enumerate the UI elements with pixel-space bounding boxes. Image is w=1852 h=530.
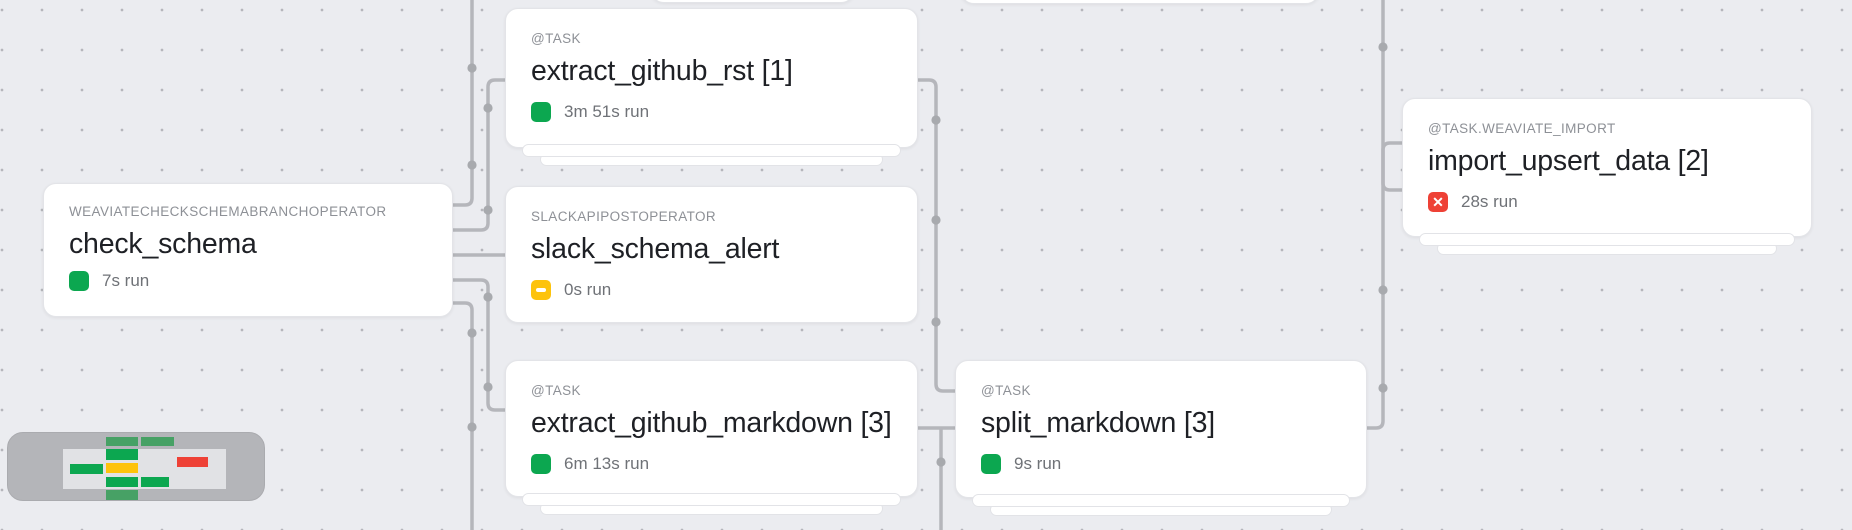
edge-check-to-extract-rst (453, 78, 505, 232)
mapped-task-stack (972, 494, 1350, 507)
run-duration: 6m 13s run (564, 454, 650, 473)
minimap-task-rect (177, 457, 208, 467)
edge-junction-dots (467, 42, 1388, 467)
edge-check-to-offscreen-bottom (453, 301, 474, 530)
status-success-icon: ✕ (981, 454, 1001, 474)
offscreen-task-card-top-left[interactable] (650, 0, 855, 3)
task-node-split-markdown[interactable]: @TASK split_markdown [3] ✕ 9s run (955, 360, 1367, 516)
task-title: extract_github_rst [1] (531, 55, 793, 87)
edge-check-to-extract-md (453, 278, 505, 412)
status-failed-icon: ✕ (1428, 192, 1448, 212)
mapped-task-stack (522, 493, 901, 506)
task-title: extract_github_markdown [3] (531, 407, 892, 439)
status-success-icon: ✕ (69, 271, 89, 291)
offscreen-task-card-top-right[interactable] (960, 0, 1320, 4)
operator-label: @TASK.WEAVIATE_IMPORT (1428, 121, 1616, 136)
edge-extract-rst-to-split (918, 78, 955, 393)
task-node-slack-schema-alert[interactable]: SLACKAPIPOSTOPERATOR slack_schema_alert … (505, 186, 918, 323)
run-duration: 0s run (564, 280, 612, 299)
minimap-task-rect (106, 490, 138, 500)
edge-offscreen-top-to-import (1381, 0, 1402, 192)
run-duration: 7s run (102, 271, 150, 290)
task-node-extract-github-markdown[interactable]: @TASK extract_github_markdown [3] ✕ 6m 1… (505, 360, 918, 515)
minimap-task-rect (106, 477, 138, 487)
task-node-check-schema[interactable]: WEAVIATECHECKSCHEMABRANCHOPERATOR check_… (43, 183, 453, 317)
run-duration: 3m 51s run (564, 102, 650, 121)
minimap-task-rect (106, 437, 138, 446)
operator-label: SLACKAPIPOSTOPERATOR (531, 209, 717, 224)
status-skipped-icon: ✕ (531, 280, 551, 300)
minimap-task-rect (106, 449, 138, 460)
task-node-import-upsert-data[interactable]: @TASK.WEAVIATE_IMPORT import_upsert_data… (1402, 98, 1812, 255)
mapped-task-stack (522, 144, 901, 157)
minimap-task-rect (141, 477, 169, 487)
task-title: split_markdown [3] (981, 407, 1216, 439)
edge-check-to-offscreen-top (453, 0, 474, 207)
operator-label: @TASK (531, 31, 581, 46)
graph-minimap[interactable] (7, 432, 265, 501)
task-node-extract-github-rst[interactable]: @TASK extract_github_rst [1] ✕ 3m 51s ru… (505, 8, 918, 166)
task-title: slack_schema_alert (531, 233, 780, 265)
operator-label: @TASK (531, 383, 581, 398)
status-success-icon: ✕ (531, 102, 551, 122)
run-duration: 28s run (1461, 192, 1518, 211)
minimap-task-rect (70, 464, 103, 474)
minimap-task-rect (141, 437, 174, 446)
task-title: check_schema (69, 228, 257, 260)
operator-label: @TASK (981, 383, 1031, 398)
operator-label: WEAVIATECHECKSCHEMABRANCHOPERATOR (69, 204, 387, 219)
task-title: import_upsert_data [2] (1428, 145, 1709, 177)
run-duration: 9s run (1014, 454, 1062, 473)
mapped-task-stack (1419, 233, 1795, 246)
minimap-task-rect (106, 463, 138, 473)
status-success-icon: ✕ (531, 454, 551, 474)
